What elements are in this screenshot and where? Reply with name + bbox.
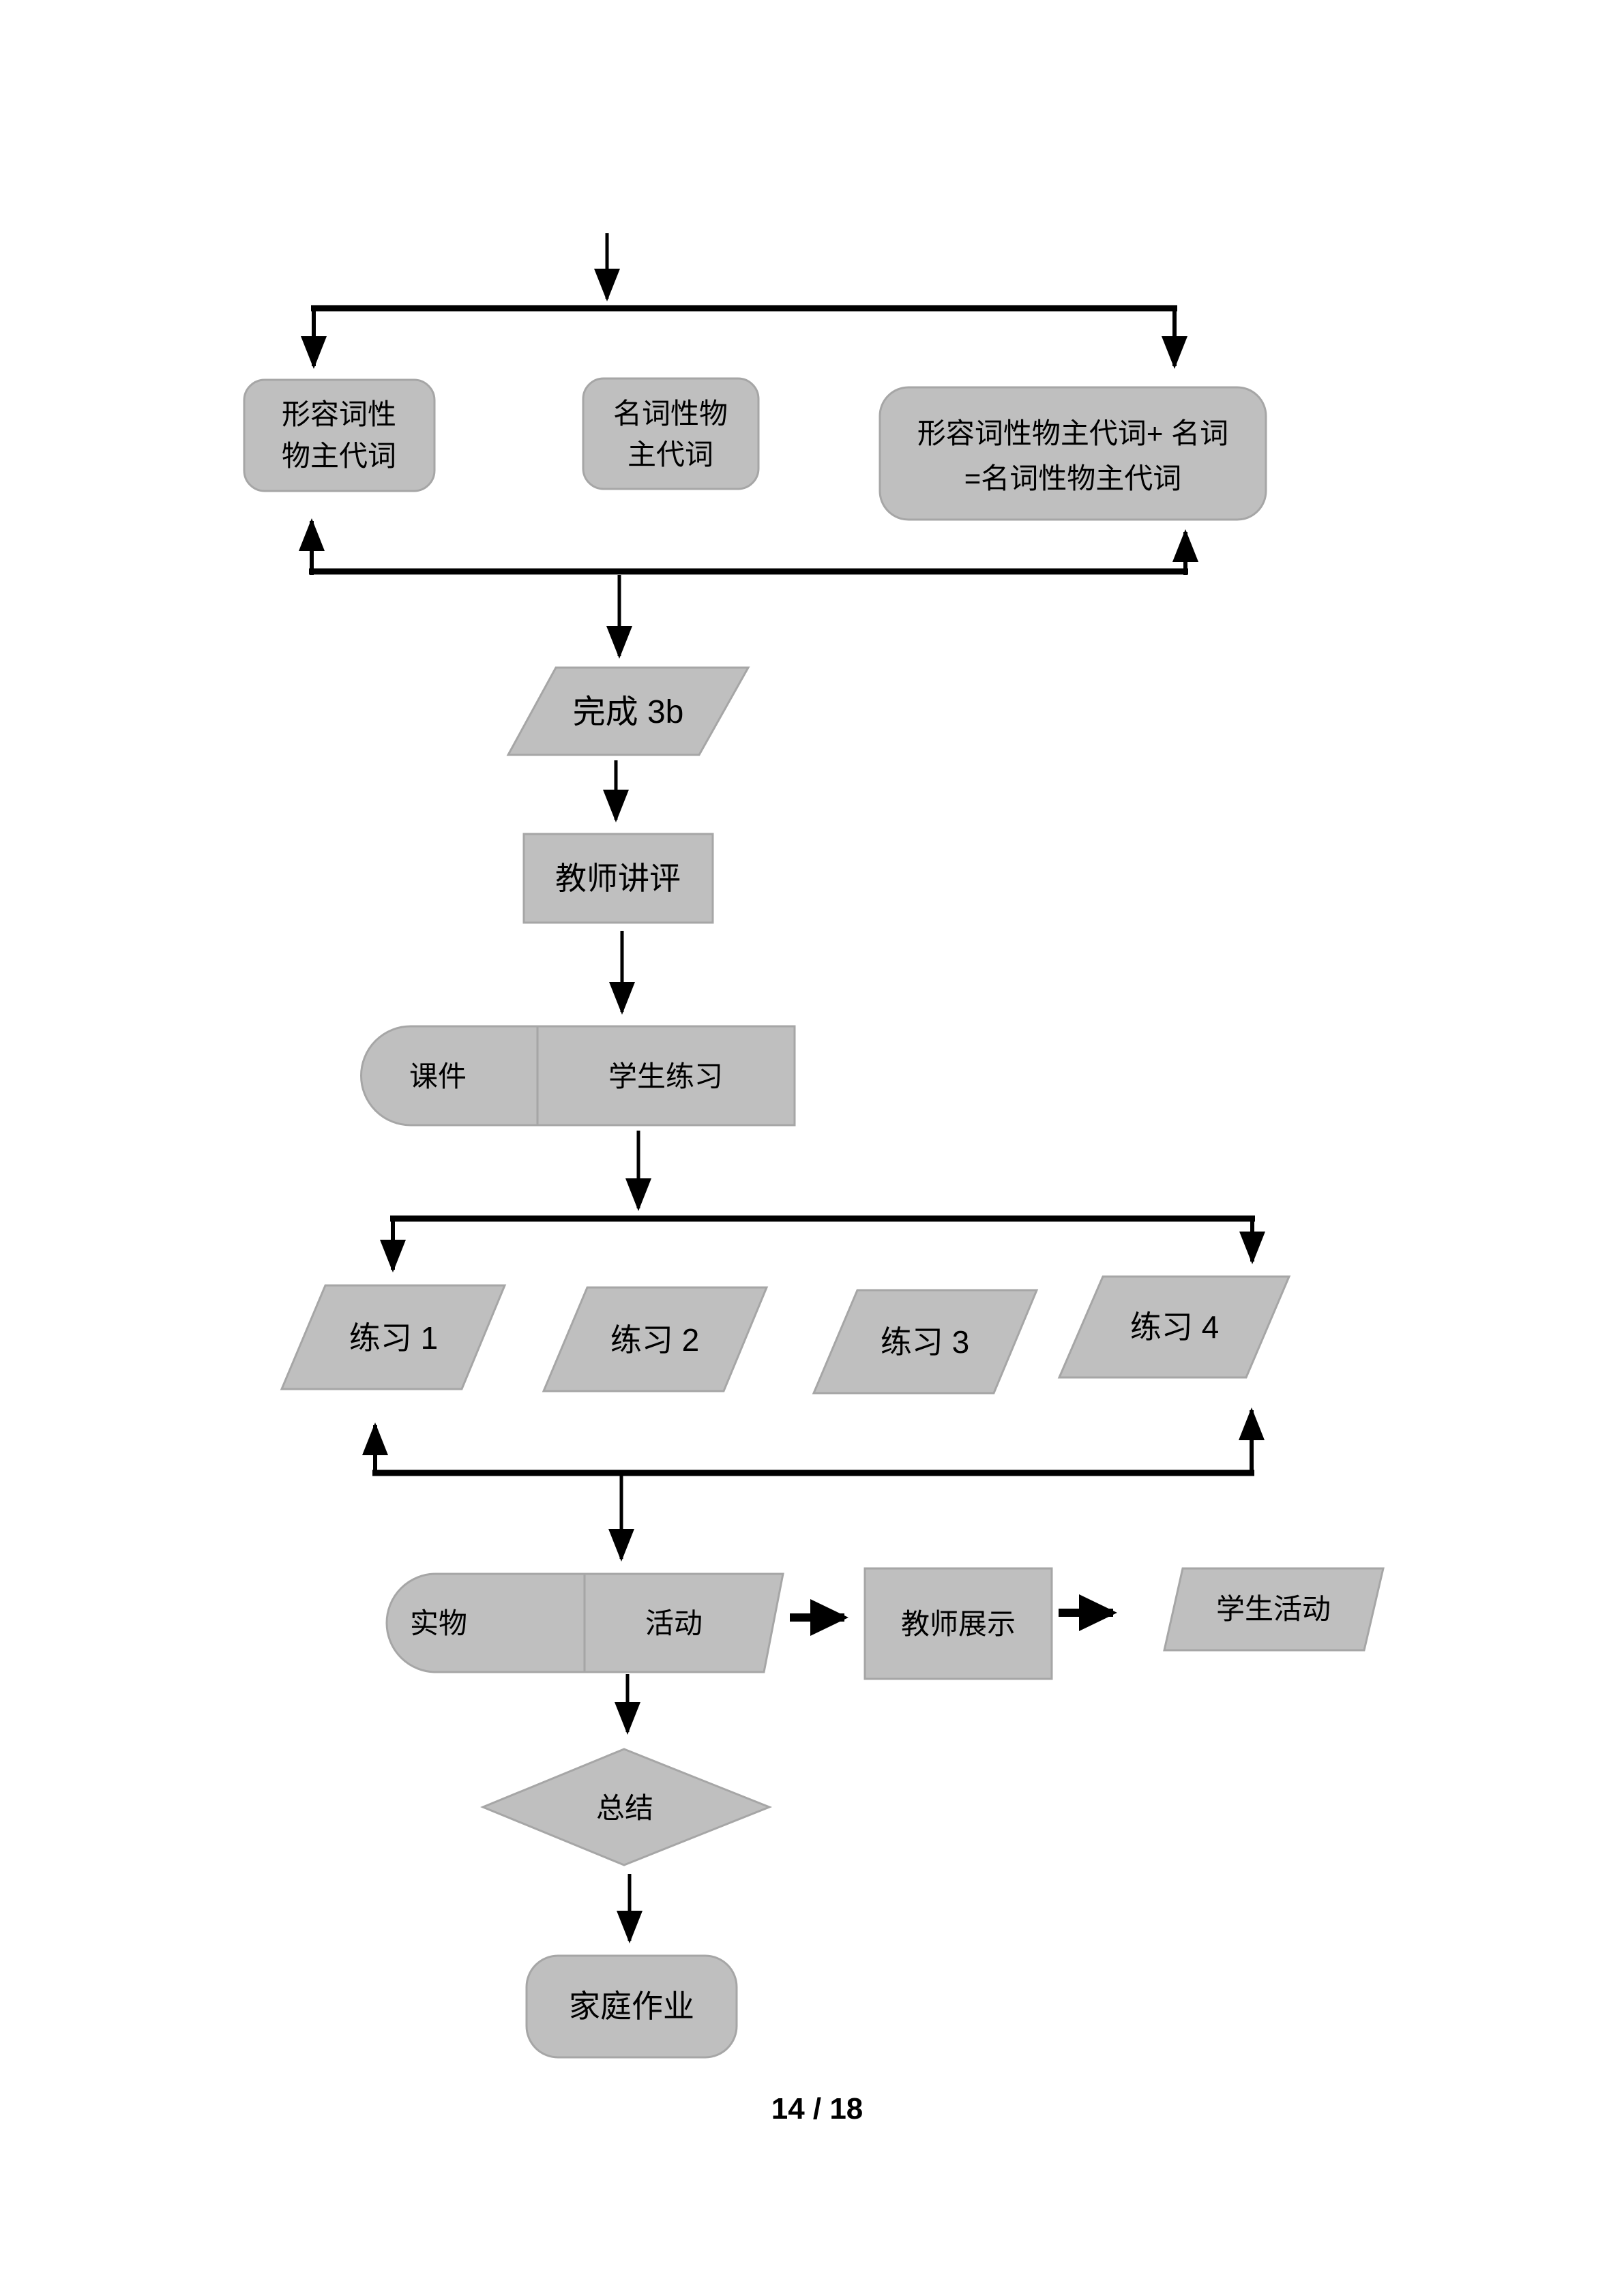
adjective-possessive-box bbox=[243, 378, 436, 492]
student-practice-box bbox=[536, 1025, 796, 1127]
node-teacher-review: 教师讲评 bbox=[522, 833, 714, 924]
adjective-possessive-label-line2: 物主代词 bbox=[282, 440, 396, 472]
courseware-capsule bbox=[360, 1025, 539, 1127]
realia-label: 实物 bbox=[410, 1607, 467, 1639]
activity-label: 活动 bbox=[645, 1607, 703, 1639]
node-formula: 形容词性物主代词+ 名词 =名词性物主代词 bbox=[879, 386, 1267, 521]
adjective-possessive-label-line1: 形容词性 bbox=[282, 398, 396, 430]
node-adjective-possessive: 形容词性 物主代词 bbox=[243, 378, 436, 492]
homework-box bbox=[525, 1954, 738, 2059]
formula-label-line1: 形容词性物主代词+ 名词 bbox=[917, 417, 1228, 449]
noun-possessive-label-line2: 主代词 bbox=[628, 438, 713, 471]
node-homework: 家庭作业 bbox=[525, 1954, 738, 2059]
complete-3b-label: 完成 3b bbox=[573, 694, 684, 730]
exercise-1-label: 练习 1 bbox=[349, 1320, 438, 1356]
node-courseware: 课件 bbox=[360, 1025, 539, 1127]
exercise-1-parallelogram bbox=[280, 1284, 507, 1390]
teacher-demo-label: 教师展示 bbox=[901, 1608, 1016, 1640]
node-exercise-3: 练习 3 bbox=[812, 1289, 1039, 1395]
complete-3b-parallelogram bbox=[506, 666, 750, 756]
student-activity-label: 学生活动 bbox=[1216, 1593, 1331, 1625]
exercise-2-label: 练习 2 bbox=[610, 1322, 699, 1358]
exercise-3-parallelogram bbox=[812, 1289, 1039, 1395]
formula-box bbox=[879, 386, 1267, 521]
exercise-4-label: 练习 4 bbox=[1130, 1309, 1219, 1345]
teacher-review-label: 教师讲评 bbox=[555, 861, 681, 896]
teacher-review-box bbox=[522, 833, 714, 924]
activity-shape bbox=[583, 1572, 784, 1673]
teacher-demo-box bbox=[863, 1567, 1053, 1680]
exercise-3-label: 练习 3 bbox=[881, 1324, 969, 1360]
realia-capsule bbox=[385, 1572, 586, 1673]
connectors bbox=[299, 233, 1265, 1943]
node-student-practice: 学生练习 bbox=[536, 1025, 796, 1127]
homework-label: 家庭作业 bbox=[569, 1988, 694, 2024]
node-exercise-1: 练习 1 bbox=[280, 1284, 507, 1390]
exercise-4-parallelogram bbox=[1057, 1275, 1291, 1379]
node-activity: 活动 bbox=[583, 1572, 784, 1673]
node-complete-3b: 完成 3b bbox=[506, 666, 750, 756]
noun-possessive-label-line1: 名词性物 bbox=[613, 398, 728, 430]
exercise-2-parallelogram bbox=[542, 1286, 769, 1392]
node-summary: 总结 bbox=[480, 1748, 773, 1866]
student-activity-parallelogram bbox=[1163, 1567, 1385, 1652]
summary-diamond bbox=[480, 1748, 773, 1866]
page-number: 14 / 18 bbox=[771, 2092, 863, 2126]
node-realia: 实物 bbox=[385, 1572, 586, 1673]
node-teacher-demo: 教师展示 bbox=[863, 1567, 1053, 1680]
node-student-activity: 学生活动 bbox=[1163, 1567, 1385, 1652]
summary-label: 总结 bbox=[596, 1792, 653, 1824]
node-exercise-4: 练习 4 bbox=[1057, 1275, 1291, 1379]
student-practice-label: 学生练习 bbox=[608, 1060, 723, 1092]
formula-label-line2: =名词性物主代词 bbox=[964, 462, 1182, 494]
node-noun-possessive: 名词性物 主代词 bbox=[582, 377, 760, 490]
noun-possessive-box bbox=[582, 377, 760, 490]
courseware-label: 课件 bbox=[409, 1060, 467, 1092]
node-exercise-2: 练习 2 bbox=[542, 1286, 769, 1392]
